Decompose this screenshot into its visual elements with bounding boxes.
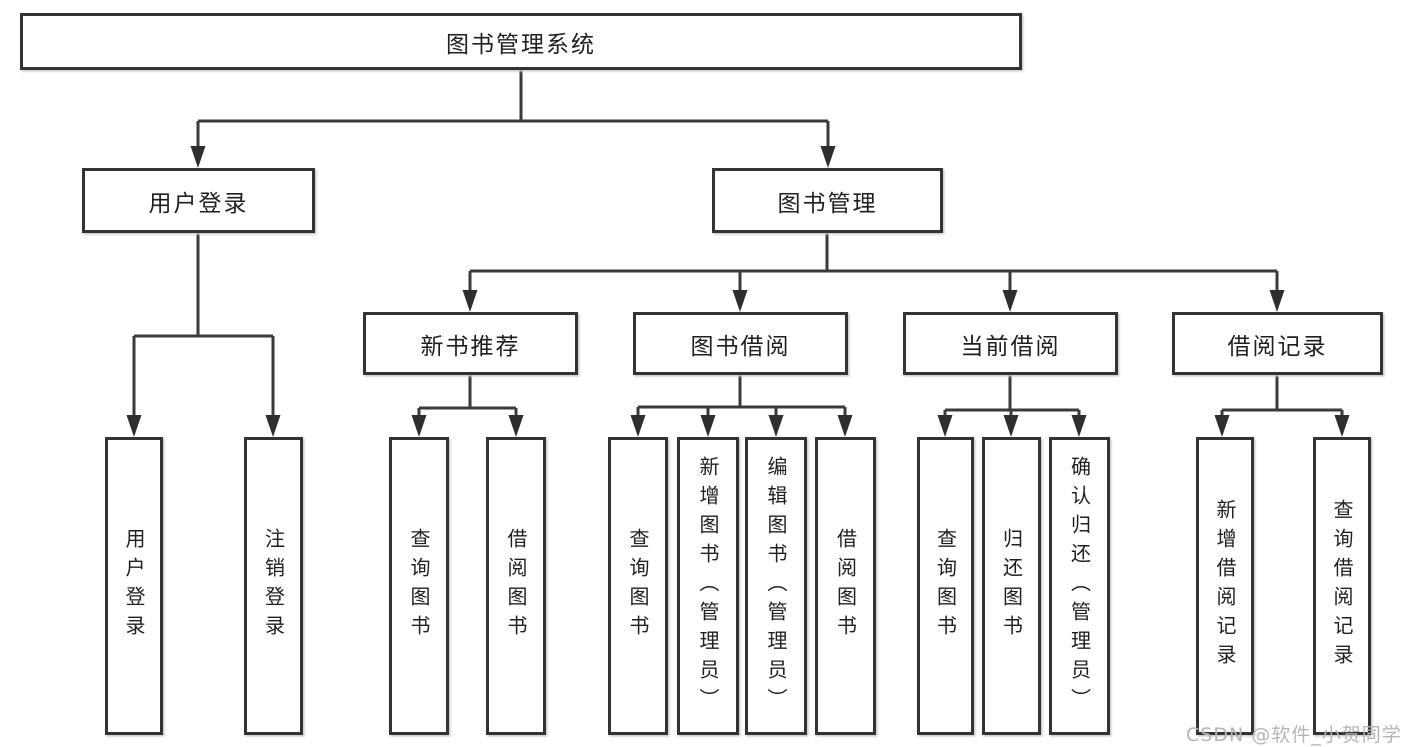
leaf-edit-book-admin: 编辑图书（管理员） (745, 437, 807, 735)
leaf-borrow-book-recommend: 借阅图书 (486, 437, 546, 735)
leaf-logout: 注销登录 (244, 437, 303, 735)
leaf-query-book-recommend: 查询图书 (389, 437, 449, 735)
leaf-query-borrow-record: 查询借阅记录 (1313, 437, 1371, 735)
leaf-add-borrow-record: 新增借阅记录 (1196, 437, 1254, 735)
leaf-confirm-return-admin: 确认归还（管理员） (1049, 437, 1110, 735)
node-book-borrow: 图书借阅 (633, 312, 848, 375)
leaf-add-book-admin: 新增图书（管理员） (677, 437, 739, 735)
leaf-user-login: 用户登录 (105, 437, 163, 735)
node-root-library-system: 图书管理系统 (20, 13, 1022, 70)
node-current-borrow: 当前借阅 (903, 312, 1118, 375)
leaf-query-book-current: 查询图书 (917, 437, 974, 735)
leaf-borrow-book: 借阅图书 (815, 437, 876, 735)
node-user-login: 用户登录 (82, 168, 315, 233)
node-borrow-record: 借阅记录 (1172, 312, 1383, 375)
node-new-book-recommend: 新书推荐 (363, 312, 578, 375)
node-book-management: 图书管理 (712, 168, 943, 233)
arrowheads (126, 146, 1350, 437)
csdn-watermark: CSDN @软件_小贺同学 (1186, 724, 1402, 746)
leaf-query-book-borrow: 查询图书 (608, 437, 668, 735)
leaf-return-book: 归还图书 (982, 437, 1041, 735)
